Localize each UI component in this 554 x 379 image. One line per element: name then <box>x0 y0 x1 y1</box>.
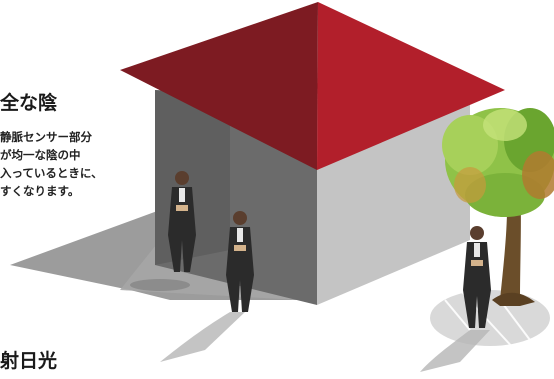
person-figure-left <box>130 171 196 291</box>
person-figure-right <box>420 226 491 372</box>
section-heading-shade: 全な陰 <box>0 92 58 114</box>
tree-ground-shadow <box>430 290 550 346</box>
shade-description: 静脈センサー部分 が均一な陰の中 入っているときに、 すくなります。 <box>0 128 170 200</box>
description-line: が均一な陰の中 <box>0 148 81 162</box>
roof-right <box>317 2 505 170</box>
description-line: 静脈センサー部分 <box>0 130 92 144</box>
description-line: 入っているときに、 <box>0 166 103 180</box>
description-line: すくなります。 <box>0 184 80 198</box>
section-heading-sun: 射日光 <box>0 350 58 372</box>
person-figure-center <box>160 211 254 362</box>
roof-left <box>120 2 318 170</box>
tree-roots <box>492 292 535 306</box>
tree-canopy <box>442 108 554 217</box>
